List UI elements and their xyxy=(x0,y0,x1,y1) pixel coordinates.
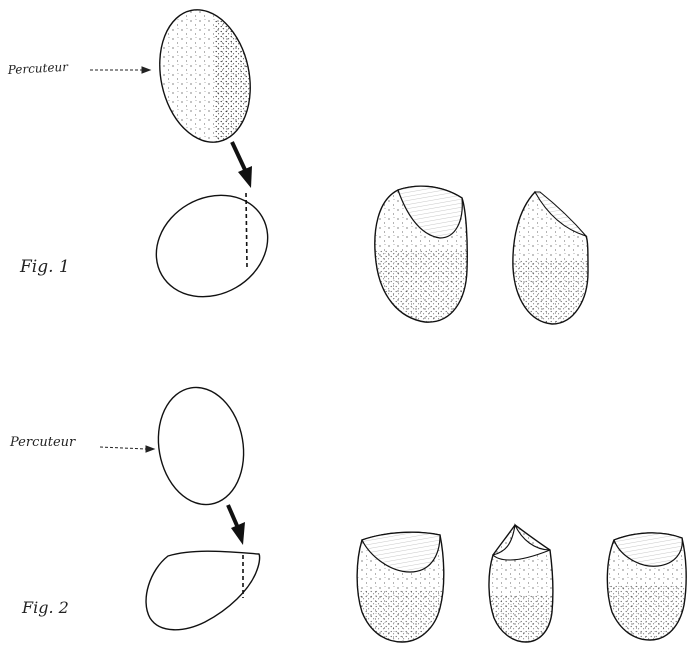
fig1-result-pebble-b xyxy=(505,185,595,330)
fig1-label: Fig. 1 xyxy=(19,257,70,277)
fig2-struck-pebble xyxy=(146,551,260,630)
fig2-strike-arrow xyxy=(228,505,245,545)
fig1-strike-arrow xyxy=(232,142,252,188)
fig2-result-pebble-b xyxy=(485,520,560,648)
fig2-label: Fig. 2 xyxy=(21,598,69,617)
fig1-struck-pebble xyxy=(138,175,286,316)
fig2-pointer-arrow xyxy=(100,446,154,452)
fig1-pointer-arrow xyxy=(90,67,150,73)
fig1-percuteur-label: Percuteur xyxy=(6,60,69,77)
fig1-result-pebble-a xyxy=(370,180,470,330)
fig2-percuteur-label: Percuteur xyxy=(9,435,76,450)
fig2-hammerstone xyxy=(149,381,252,512)
fig1-hammerstone xyxy=(148,0,270,160)
fig2-result-pebble-c xyxy=(600,525,691,645)
fig2-result-pebble-a xyxy=(350,525,450,648)
